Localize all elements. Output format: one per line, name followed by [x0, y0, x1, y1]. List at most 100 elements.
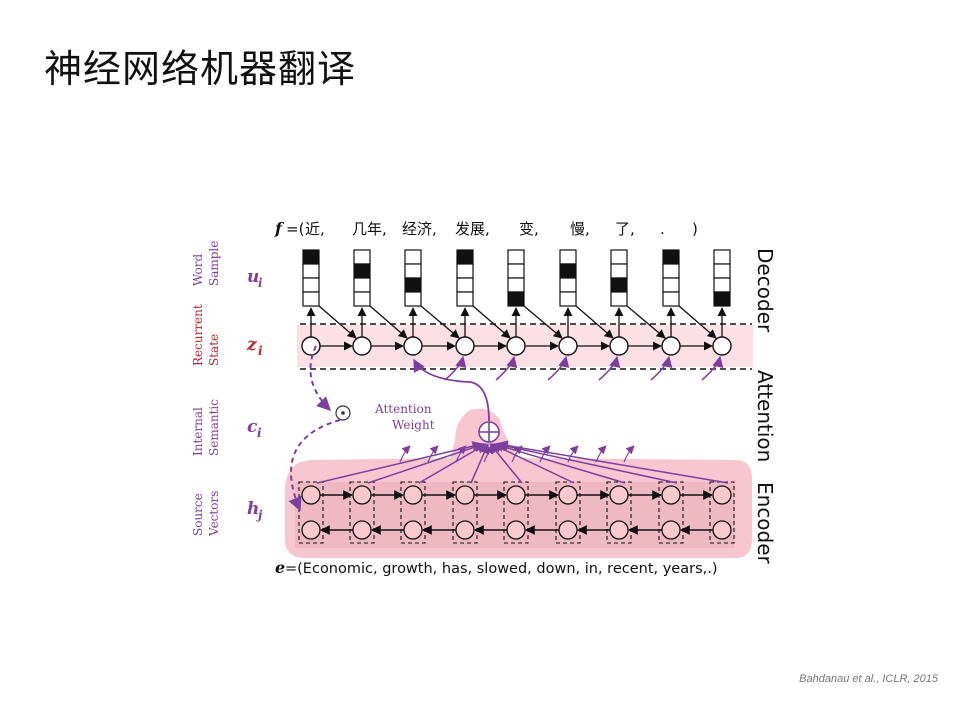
- decoder-arrows: [306, 305, 727, 381]
- sum-to-decoder-arrow: [413, 358, 490, 422]
- word-sample-cell: [610, 249, 628, 265]
- slide-title: 神经网络机器翻译: [44, 47, 357, 91]
- encoder-backward-node: [609, 520, 629, 540]
- recurrent-state-label-2: State: [207, 334, 221, 366]
- word-sample-box: [456, 249, 474, 307]
- citation: Bahdanau et al., ICLR, 2015: [799, 673, 938, 685]
- target-word: 几年,: [352, 220, 387, 238]
- target-word: 近,: [305, 220, 325, 238]
- word-sample-cell-filled: [302, 249, 320, 265]
- attention-feed-arrow: [701, 355, 724, 381]
- word-sample-cell: [507, 277, 525, 293]
- c-sub: i: [257, 426, 262, 440]
- attention-tick-arrow: [399, 445, 411, 463]
- target-word: 变,: [519, 220, 539, 238]
- encoder-backward-node: [661, 520, 681, 540]
- attention-tick-arrow: [427, 445, 439, 463]
- word-sample-cell: [353, 249, 371, 265]
- decoder-node: [506, 336, 526, 356]
- context-to-encoder-dashed: [288, 419, 341, 512]
- encoder-backward-node: [301, 520, 321, 540]
- word-sample-cell: [507, 263, 525, 279]
- attention-weight-arrow: [493, 441, 626, 484]
- word-sample-box: [404, 249, 422, 307]
- sample-to-node-arrow: [472, 305, 511, 339]
- encoder-backward-node: [403, 520, 423, 540]
- word-sample-label-1: Word: [191, 254, 205, 286]
- attention-feed-arrow: [444, 355, 467, 381]
- word-sample-cell: [404, 263, 422, 279]
- h-symbol: h: [247, 499, 259, 519]
- encoder-forward-node: [506, 485, 526, 505]
- attention-feed-arrow: [598, 355, 621, 381]
- encoder-nodes: [298, 481, 735, 544]
- word-sample-cell: [353, 277, 371, 293]
- decoder-node: [712, 336, 732, 356]
- sample-to-node-arrow: [369, 305, 408, 339]
- attention-weight-arrow: [470, 443, 490, 484]
- word-sample-box: [507, 249, 525, 307]
- attention-weight-label-2: Weight: [392, 418, 435, 432]
- encoder-forward-node: [352, 485, 372, 505]
- target-word: ): [692, 220, 698, 238]
- target-sentence: f =( 近,几年,经济,发展,变,慢,了,.): [274, 219, 698, 238]
- word-sample-cell: [353, 291, 371, 307]
- word-sample-cell: [713, 263, 731, 279]
- word-sample-cell: [302, 291, 320, 307]
- word-sample-cell: [662, 291, 680, 307]
- encoder-backward-node: [712, 520, 732, 540]
- u-symbol: u: [247, 267, 259, 287]
- word-sample-cell: [559, 249, 577, 265]
- word-sample-cell: [713, 277, 731, 293]
- word-sample-cell: [302, 277, 320, 293]
- target-word: 慢,: [570, 220, 590, 238]
- target-word: 发展,: [455, 220, 490, 238]
- f-prefix: =(: [286, 220, 304, 238]
- word-sample-boxes: [302, 249, 731, 307]
- context-vector: [288, 345, 500, 512]
- sample-to-node-arrow: [678, 305, 717, 339]
- encoder-forward-node: [455, 485, 475, 505]
- attention-feed-arrow: [495, 355, 518, 381]
- word-sample-cell: [559, 291, 577, 307]
- target-word: .: [660, 220, 665, 238]
- encoder-forward-node: [301, 485, 321, 505]
- encoder-backward-node: [352, 520, 372, 540]
- word-sample-box: [302, 249, 320, 307]
- encoder-forward-node: [609, 485, 629, 505]
- attention-weight-label-1: Attention: [374, 402, 432, 416]
- word-sample-cell: [610, 291, 628, 307]
- attention-weight-arrow: [497, 440, 729, 484]
- internal-semantic-label-2: Semantic: [207, 399, 221, 456]
- word-sample-box: [559, 249, 577, 307]
- encoder-forward-node: [403, 485, 423, 505]
- word-sample-cell: [456, 291, 474, 307]
- attention-feed-arrow: [650, 355, 673, 381]
- decoder-node: [301, 336, 321, 356]
- word-sample-box: [662, 249, 680, 307]
- word-sample-cell-filled: [353, 263, 371, 279]
- word-sample-cell: [610, 263, 628, 279]
- u-sub: i: [258, 276, 263, 290]
- attention-tick-arrow: [623, 445, 635, 463]
- word-sample-label-2: Sample: [207, 241, 221, 286]
- z-symbol: z: [246, 335, 257, 355]
- word-sample-cell-filled: [610, 277, 628, 293]
- word-sample-cell-filled: [559, 263, 577, 279]
- e-symbol: e: [275, 558, 285, 577]
- sample-to-node-arrow: [523, 305, 563, 339]
- word-sample-cell: [456, 263, 474, 279]
- decoder-node: [352, 336, 372, 356]
- decoder-node: [661, 336, 681, 356]
- word-sample-cell: [404, 249, 422, 265]
- source-sentence-text: =(Economic, growth, has, slowed, down, i…: [285, 561, 718, 577]
- f-symbol: f: [274, 219, 285, 238]
- word-sample-box: [713, 249, 731, 307]
- attention-arrows: [316, 440, 729, 484]
- attention-weight-arrow: [495, 440, 678, 484]
- word-sample-box: [353, 249, 371, 307]
- row-labels: Word Sample Recurrent State Internal Sem…: [191, 241, 221, 537]
- decoder-nodes: [301, 336, 732, 356]
- decoder-node: [403, 336, 423, 356]
